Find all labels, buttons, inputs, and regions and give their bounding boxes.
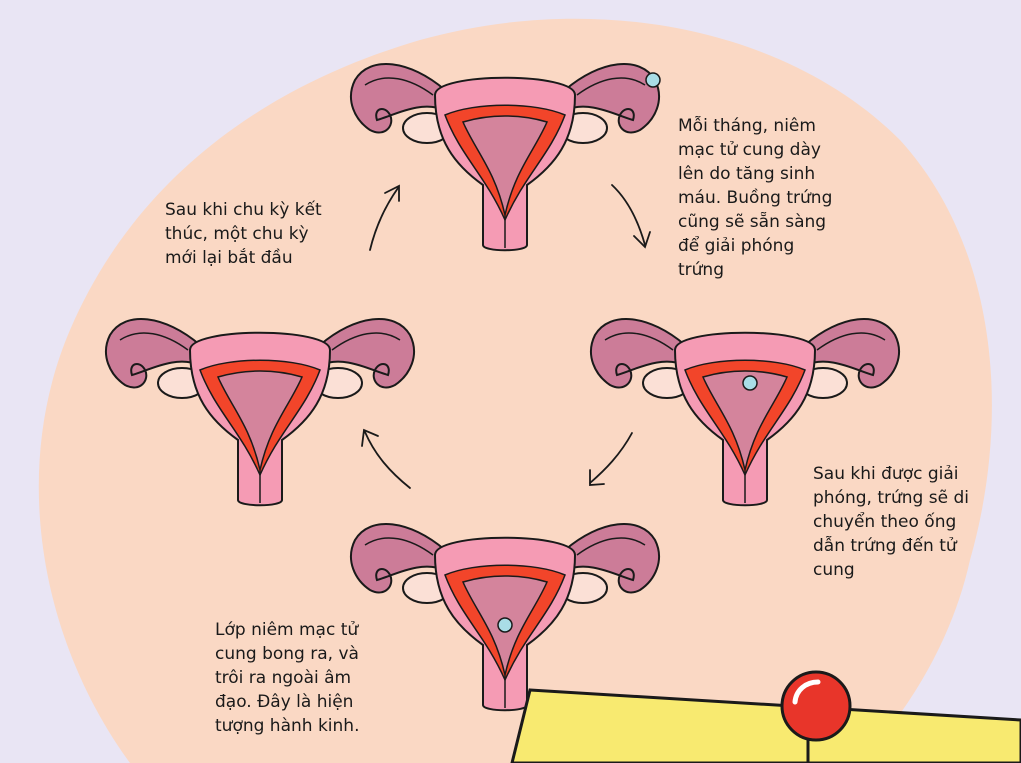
- caption-line: phóng, trứng sẽ di: [813, 486, 969, 510]
- caption-line: cung bong ra, và: [215, 642, 359, 666]
- caption-line: Mỗi tháng, niêm: [678, 114, 832, 138]
- caption-line: Lớp niêm mạc tử: [215, 618, 359, 642]
- egg-icon: [646, 73, 660, 87]
- caption-line: trứng: [678, 258, 832, 282]
- caption-line: Sau khi chu kỳ kết: [165, 198, 322, 222]
- caption-line: để giải phóng: [678, 234, 832, 258]
- caption-line: thúc, một chu kỳ: [165, 222, 322, 246]
- caption-line: mạc tử cung dày: [678, 138, 832, 162]
- caption-line: Sau khi được giải: [813, 462, 969, 486]
- caption-menstruation: Lớp niêm mạc tử cung bong ra, và trôi ra…: [215, 618, 359, 738]
- egg-icon: [498, 618, 512, 632]
- caption-line: đạo. Đây là hiện: [215, 690, 359, 714]
- caption-line: tượng hành kinh.: [215, 714, 359, 738]
- caption-line: máu. Buồng trứng: [678, 186, 832, 210]
- caption-new-cycle: Sau khi chu kỳ kết thúc, một chu kỳ mới …: [165, 198, 322, 270]
- caption-line: cũng sẽ sẵn sàng: [678, 210, 832, 234]
- caption-line: dẫn trứng đến tử: [813, 534, 969, 558]
- caption-ovulation: Sau khi được giải phóng, trứng sẽ di chu…: [813, 462, 969, 582]
- caption-line: chuyển theo ống: [813, 510, 969, 534]
- caption-line: trôi ra ngoài âm: [215, 666, 359, 690]
- caption-line: mới lại bắt đầu: [165, 246, 322, 270]
- egg-icon: [743, 376, 757, 390]
- caption-line: lên do tăng sinh: [678, 162, 832, 186]
- caption-line: cung: [813, 558, 969, 582]
- caption-thickening: Mỗi tháng, niêm mạc tử cung dày lên do t…: [678, 114, 832, 282]
